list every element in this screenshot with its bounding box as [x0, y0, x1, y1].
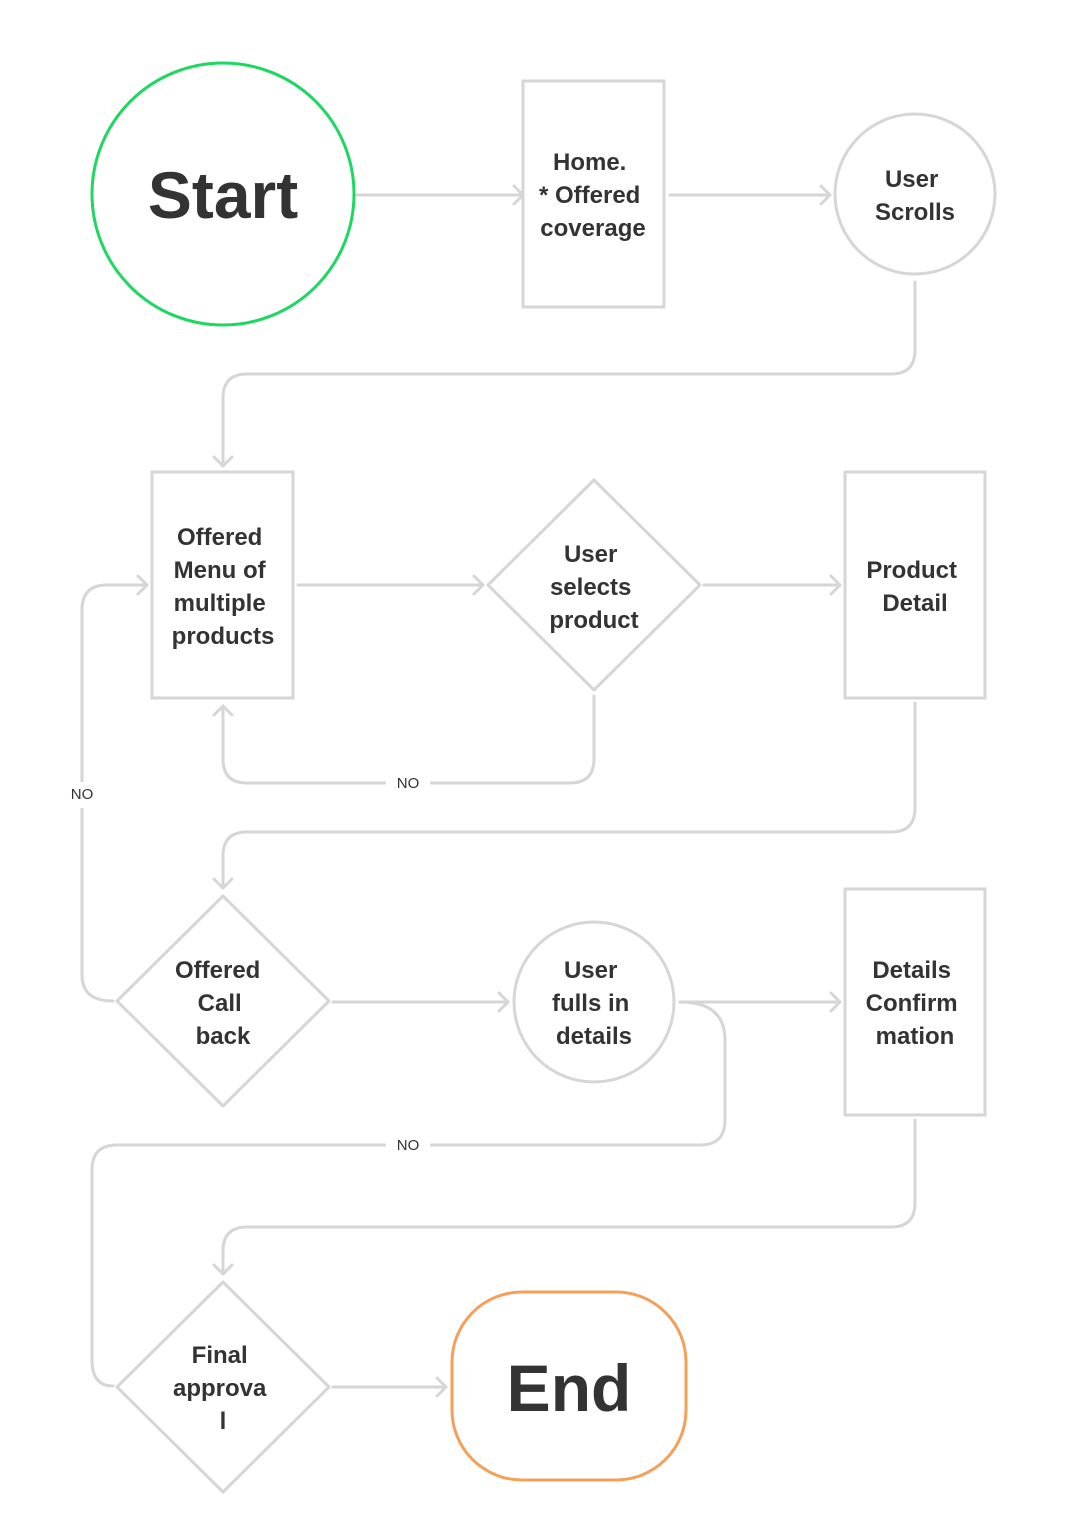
- final-approval-diamond: [115, 1280, 331, 1494]
- arrowhead-confirm: [829, 991, 842, 1013]
- edge-label-no-callback: NO: [71, 786, 94, 803]
- edge-detail-to-callback: [221, 701, 917, 890]
- details-confirmation-box: [843, 887, 987, 1117]
- arrowhead-detail: [829, 574, 842, 596]
- user-fills-label: User fulls in details: [552, 957, 636, 1050]
- home-box: [521, 79, 666, 309]
- arrowhead-scrolls: [819, 184, 832, 206]
- edges: [80, 184, 917, 1398]
- node-offered-callback: Offered Call back: [115, 894, 331, 1108]
- node-start: Start: [90, 61, 356, 327]
- node-user-scrolls: User Scrolls: [833, 112, 997, 276]
- arrowhead-menu-top: [212, 455, 234, 468]
- edge-labels: NO NO NO: [60, 770, 430, 1158]
- edge-scrolls-to-menu: [221, 280, 917, 468]
- node-product-detail: Product Detail: [843, 470, 987, 700]
- arrowhead-menu-bottom: [212, 704, 234, 717]
- user-scrolls-circle: [833, 112, 997, 276]
- user-scrolls-label: User Scrolls: [875, 166, 955, 226]
- offered-callback-label: Offered Call back: [175, 957, 267, 1050]
- arrowhead-final-top: [212, 1263, 234, 1276]
- node-home: Home. * Offered coverage: [521, 79, 666, 309]
- edge-label-no-fills: NO: [397, 1137, 420, 1154]
- edge-label-no-select: NO: [397, 775, 420, 792]
- arrowhead-callback-top: [212, 877, 234, 890]
- arrowhead-fills: [497, 991, 510, 1013]
- end-label: End: [507, 1351, 632, 1425]
- edge-callback-no-to-menu: [80, 583, 149, 1003]
- node-user-fills: User fulls in details: [512, 920, 676, 1084]
- arrowhead-end: [435, 1376, 448, 1398]
- start-circle: [90, 61, 356, 327]
- arrowhead-menu-left: [136, 574, 149, 596]
- nodes: Start Home. * Offered coverage User Scro…: [90, 61, 997, 1494]
- node-offered-menu: Offered Menu of multiple products: [150, 470, 295, 700]
- arrowhead-selects: [472, 574, 485, 596]
- final-approval-label: Final approva l: [173, 1342, 273, 1435]
- product-detail-box: [843, 470, 987, 700]
- user-fills-circle: [512, 920, 676, 1084]
- edge-fills-no-to-final: [90, 1000, 727, 1388]
- offered-menu-box: [150, 470, 295, 700]
- node-final-approval: Final approva l: [115, 1280, 331, 1494]
- node-end: End: [450, 1290, 688, 1482]
- offered-callback-diamond: [115, 894, 331, 1108]
- details-confirmation-label: Details Confirm mation: [866, 957, 965, 1050]
- edge-confirm-to-final: [221, 1118, 917, 1276]
- offered-menu-label: Offered Menu of multiple products: [172, 524, 275, 650]
- start-label: Start: [148, 158, 298, 232]
- end-rounded-box: [450, 1290, 688, 1482]
- node-details-confirmation: Details Confirm mation: [843, 887, 987, 1117]
- product-detail-label: Product Detail: [866, 557, 963, 617]
- node-user-selects: User selects product: [486, 478, 702, 692]
- home-label: Home. * Offered coverage: [539, 149, 647, 242]
- user-selects-label: User selects product: [549, 541, 638, 634]
- edge-selects-no-to-menu: [221, 694, 596, 785]
- user-selects-diamond: [486, 478, 702, 692]
